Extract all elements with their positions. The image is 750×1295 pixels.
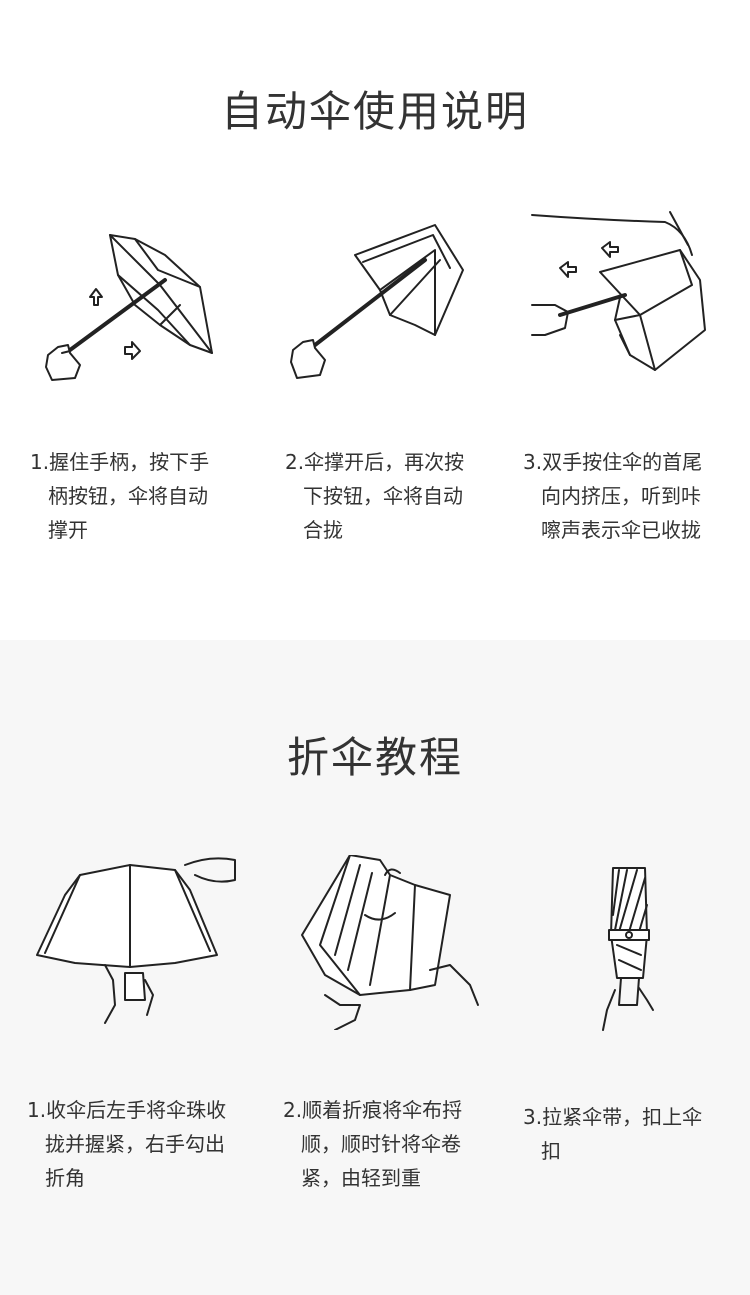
closing-umbrella-icon [285, 220, 475, 390]
wrap-umbrella-icon [300, 855, 490, 1030]
fold-corner-icon [35, 855, 240, 1030]
usage-step-1: 1.握住手柄，按下手 柄按钮，伞将自动 撑开 [30, 450, 210, 542]
folding-tutorial-section: 折伞教程 [0, 640, 750, 1295]
open-umbrella-icon [40, 225, 230, 395]
fasten-strap-icon [595, 860, 670, 1035]
usage-instructions-title: 自动伞使用说明 [220, 87, 529, 136]
folding-tutorial-title: 折伞教程 [286, 733, 463, 782]
folding-step-1: 1.收伞后左手将伞珠收 拢并握紧，右手勾出 折角 [27, 1098, 227, 1190]
usage-instructions-section: 自动伞使用说明 [0, 0, 750, 640]
folding-step-2: 2.顺着折痕将伞布捋 顺，顺时针将伞卷 紧，由轻到重 [283, 1098, 463, 1190]
compress-umbrella-icon [530, 210, 720, 380]
usage-step-2: 2.伞撑开后，再次按 下按钮，伞将自动 合拢 [285, 450, 465, 542]
folding-step-3: 3.拉紧伞带，扣上伞 扣 [523, 1105, 703, 1163]
usage-step-3: 3.双手按住伞的首尾 向内挤压，听到咔 嚓声表示伞已收拢 [523, 450, 703, 542]
